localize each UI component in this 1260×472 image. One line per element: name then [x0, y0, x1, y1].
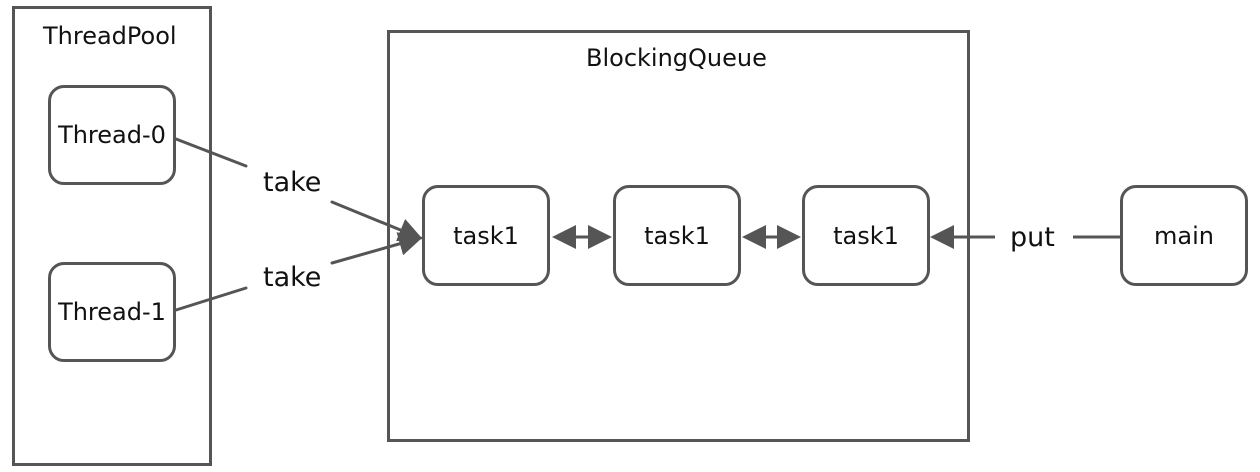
- thread-1-node: Thread-1: [48, 262, 176, 362]
- take-label-bottom: take: [263, 262, 322, 293]
- put-label: put: [1010, 222, 1055, 253]
- take-label-top: take: [263, 167, 322, 198]
- task-node-3: task1: [802, 185, 930, 286]
- thread-pool-title: ThreadPool: [43, 22, 177, 50]
- blocking-queue-title: BlockingQueue: [586, 44, 767, 72]
- main-node: main: [1120, 185, 1248, 286]
- thread-pool-container: [12, 6, 212, 466]
- task-node-2: task1: [613, 185, 741, 286]
- thread-0-node: Thread-0: [48, 85, 176, 185]
- task-node-1: task1: [422, 185, 550, 286]
